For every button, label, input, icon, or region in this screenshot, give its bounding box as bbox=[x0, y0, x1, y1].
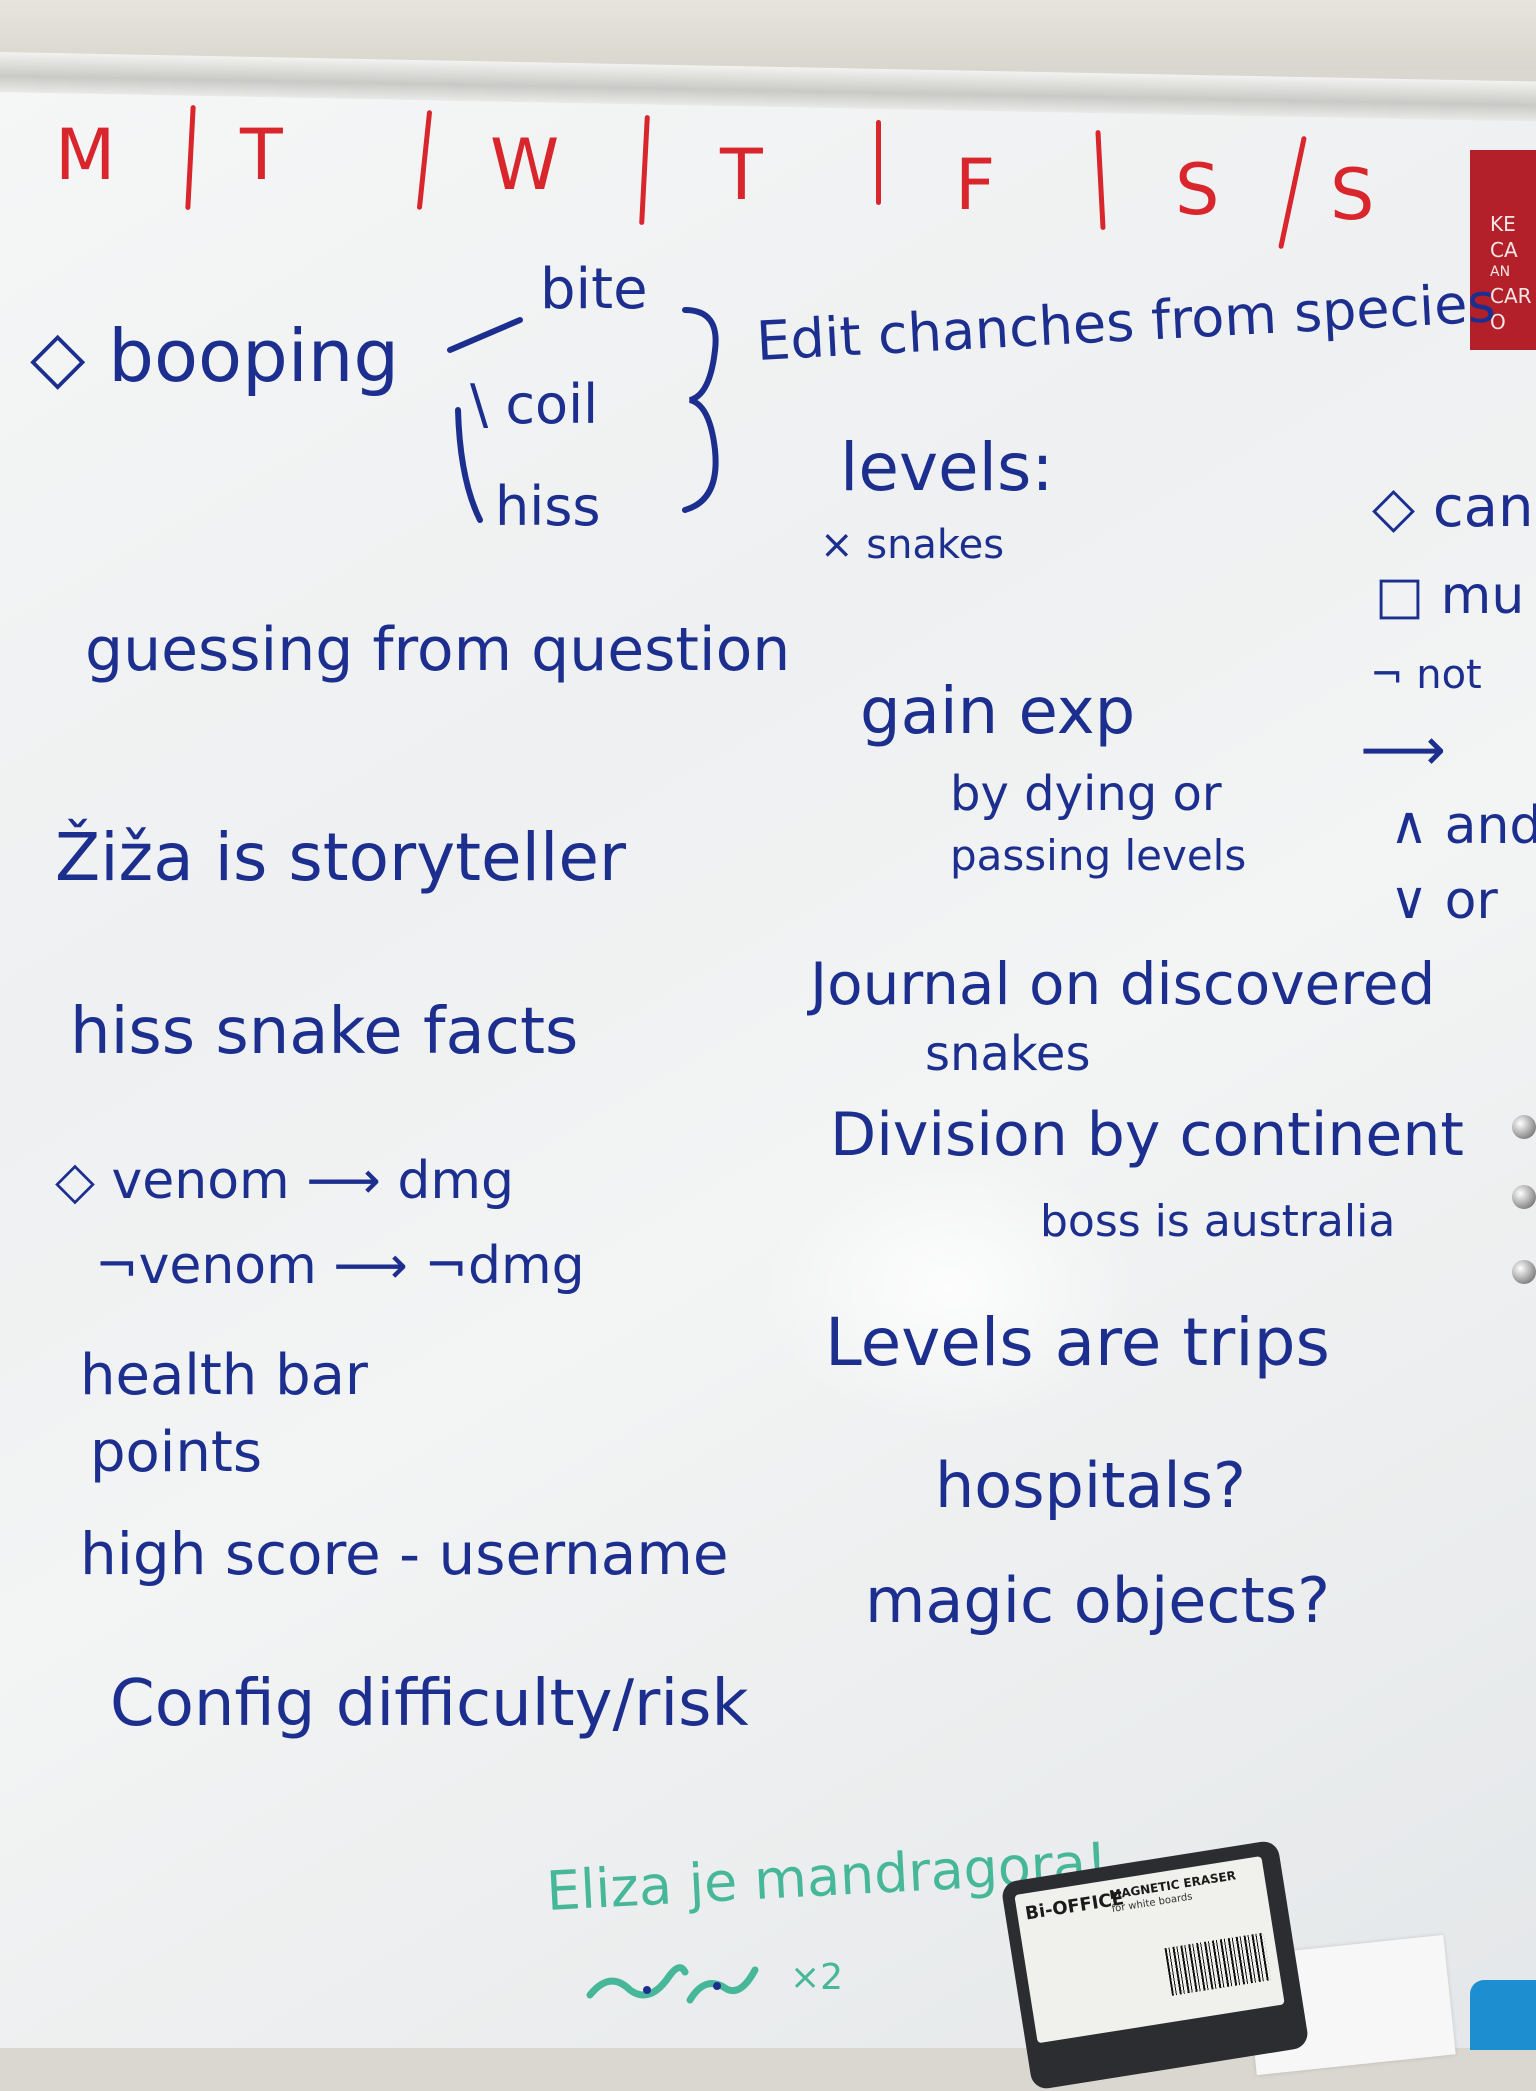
legend-implies: ⟶ bbox=[1360, 715, 1447, 785]
poster-line: KE bbox=[1490, 212, 1516, 236]
light-reflection bbox=[760, 1148, 1140, 1428]
legend-square: □ mu bbox=[1375, 566, 1525, 626]
note-facts: hiss snake facts bbox=[70, 995, 579, 1069]
magnet-icon bbox=[1512, 1260, 1536, 1284]
eraser-label: Bi-OFFICE MAGNETIC ERASER for white boar… bbox=[1014, 1856, 1285, 2044]
note-snakes: × snakes bbox=[820, 522, 1005, 568]
legend-and: ∧ and bbox=[1390, 796, 1536, 856]
keep-calm-poster: KE CA AN CAR O bbox=[1470, 150, 1536, 350]
note-dying: by dying or bbox=[950, 766, 1222, 822]
magnetic-eraser[interactable]: Bi-OFFICE MAGNETIC ERASER for white boar… bbox=[1000, 1839, 1310, 2091]
day-friday: F bbox=[955, 144, 996, 226]
note-magic: magic objects? bbox=[865, 1564, 1331, 1637]
poster-line: O bbox=[1490, 310, 1506, 334]
note-venom-no: ¬venom ⟶ ¬dmg bbox=[95, 1236, 585, 1296]
day-tuesday: T bbox=[240, 114, 283, 196]
legend-or: ∨ or bbox=[1390, 871, 1498, 931]
brace-icon bbox=[682, 307, 719, 513]
note-journal: Journal on discovered bbox=[810, 950, 1436, 1018]
note-gain-exp: gain exp bbox=[860, 675, 1136, 749]
note-points: points bbox=[90, 1420, 262, 1485]
note-branch-coil: \ coil bbox=[470, 373, 599, 436]
snake-doodle-icon bbox=[586, 1964, 759, 2004]
day-separator bbox=[876, 120, 881, 205]
note-levels: levels: bbox=[840, 429, 1054, 506]
note-times-two: ×2 bbox=[790, 1957, 844, 1998]
note-boss: boss is australia bbox=[1040, 1196, 1396, 1247]
whiteboard-surface bbox=[0, 88, 1536, 2048]
note-passing: passing levels bbox=[950, 831, 1247, 880]
note-division: Division by continent bbox=[830, 1100, 1464, 1170]
poster-line: CA bbox=[1490, 238, 1518, 262]
note-booping: ◇ booping bbox=[30, 314, 400, 398]
note-hospitals: hospitals? bbox=[935, 1449, 1246, 1522]
legend-not: ¬ not bbox=[1370, 652, 1482, 698]
blue-object bbox=[1470, 1980, 1536, 2050]
day-wednesday: W bbox=[490, 124, 560, 206]
legend-diamond: ◇ can bbox=[1372, 475, 1534, 540]
note-ziza: Žiža is storyteller bbox=[55, 819, 627, 896]
note-config: Config difficulty/risk bbox=[110, 1667, 749, 1741]
day-thursday: T bbox=[720, 134, 763, 216]
barcode-icon bbox=[1164, 1932, 1271, 1996]
note-highscore: high score - username bbox=[80, 1520, 729, 1588]
magnet-icon bbox=[1512, 1185, 1536, 1209]
note-branch-bite: bite bbox=[540, 257, 648, 322]
day-sunday: S bbox=[1330, 154, 1375, 236]
branch-lines bbox=[447, 317, 523, 523]
poster-line: AN bbox=[1490, 264, 1511, 280]
day-saturday: S bbox=[1175, 149, 1220, 231]
note-trips: Levels are trips bbox=[825, 1304, 1330, 1381]
poster-line: CAR bbox=[1490, 284, 1532, 308]
note-branch-hiss: hiss bbox=[495, 475, 601, 538]
note-venom-yes: ◇ venom ⟶ dmg bbox=[55, 1151, 514, 1211]
magnet-icon bbox=[1512, 1115, 1536, 1139]
note-journal-snakes: snakes bbox=[925, 1026, 1091, 1082]
note-guessing: guessing from question bbox=[85, 615, 791, 685]
day-monday: M bbox=[55, 114, 116, 196]
note-health: health bar bbox=[80, 1343, 368, 1408]
